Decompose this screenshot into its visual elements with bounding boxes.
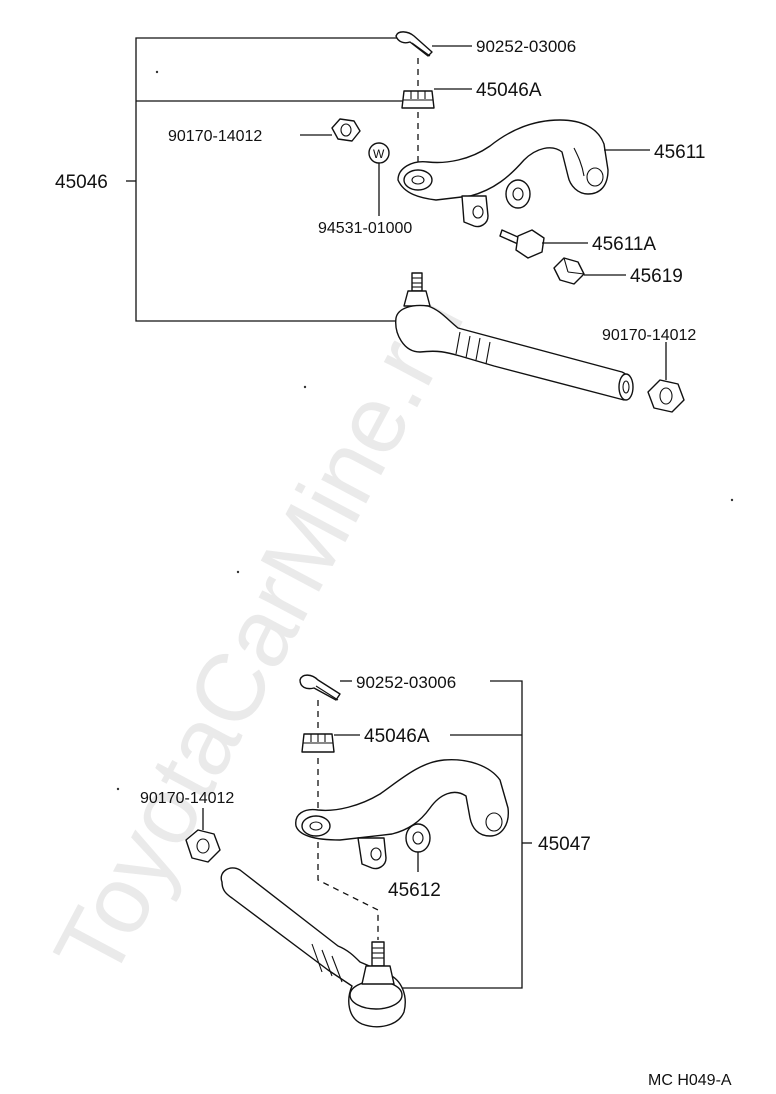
- upper-cotter-pin-label: 90252-03006: [476, 37, 576, 56]
- bolt-icon: [499, 229, 545, 259]
- upper-tie-rod-nut-label: 90170-14012: [602, 327, 696, 344]
- upper-bolt-nut-label: 45619: [630, 266, 683, 287]
- upper-assembly-number: 45046: [55, 172, 108, 193]
- upper-assembly: 45046 90252-03006 45046A 90170-14012: [55, 31, 705, 413]
- upper-nut-left-label: 90170-14012: [168, 128, 262, 145]
- tie-rod-end-icon: [220, 867, 406, 1028]
- lower-cotter-pin-label: 90252-03006: [356, 673, 456, 692]
- upper-steering-arm-label: 45611: [654, 142, 705, 163]
- castle-nut-icon: [301, 733, 335, 753]
- steering-arm-icon: [397, 119, 609, 228]
- lower-assembly: 45047 90252-03006 45046A 90170-14012: [140, 673, 591, 1028]
- upper-washer-label: 94531-01000: [318, 220, 412, 237]
- washer-symbol: W: [373, 147, 385, 161]
- hex-nut-icon: [331, 118, 361, 142]
- lower-castle-nut-label: 45046A: [364, 726, 430, 747]
- cotter-pin-icon: [299, 674, 341, 701]
- castle-nut-icon: [401, 90, 435, 109]
- upper-bolt-label: 45611A: [592, 234, 656, 255]
- tie-rod-nut-icon: [185, 829, 221, 863]
- tie-rod-end-icon: [395, 272, 634, 401]
- nut-icon: [553, 257, 585, 285]
- upper-castle-nut-label: 45046A: [476, 80, 542, 101]
- cotter-pin-icon: [395, 31, 433, 57]
- lower-steering-arm-label: 45612: [388, 880, 441, 901]
- washer-icon: W: [368, 142, 390, 164]
- lower-tie-rod-nut-label: 90170-14012: [140, 790, 234, 807]
- diagram-code: MC H049-A: [648, 1072, 732, 1089]
- steering-arm-icon: [295, 758, 509, 870]
- lower-assembly-number: 45047: [538, 834, 591, 855]
- tie-rod-nut-icon: [647, 379, 685, 413]
